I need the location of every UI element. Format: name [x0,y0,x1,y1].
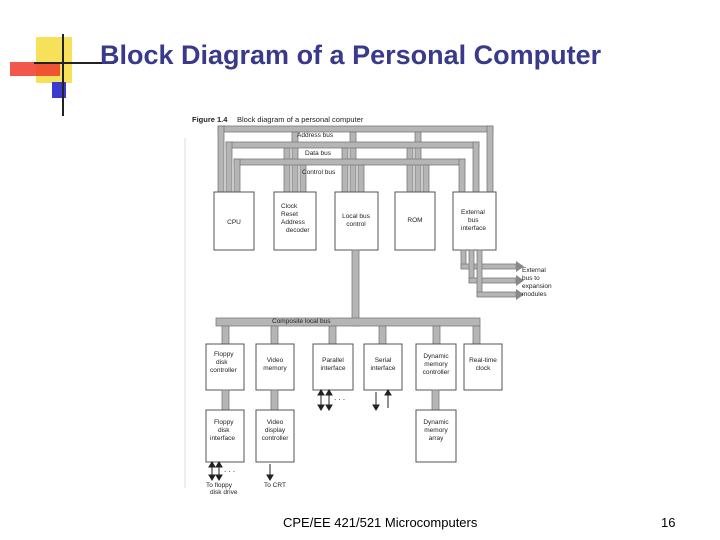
svg-text:Clock: Clock [281,203,298,210]
deco-red-bar [10,62,60,76]
block-video-memory: Video memory [255,343,295,391]
svg-text:disk: disk [216,359,228,366]
svg-text:array: array [429,435,445,442]
block-dynamic-memory-controller: Dynamic memory controller [415,343,457,391]
svg-text:Serial: Serial [375,357,392,364]
figure-caption-number: Figure 1.4 [192,115,228,124]
svg-text:memory: memory [424,361,448,368]
external-bus-label-4: modules [522,291,547,298]
svg-text:control: control [346,221,366,228]
svg-text:display: display [265,427,286,434]
composite-local-bus [215,317,481,345]
address-bus-label: Address bus [297,132,334,139]
block-video-display-controller: Video display controller [255,409,295,463]
svg-text:Reset: Reset [281,211,298,218]
svg-text:decoder: decoder [286,227,310,234]
block-parallel-interface: Parallel interface [312,343,354,391]
block-dynamic-memory-array: Dynamic memory array [415,409,457,463]
floppy-link [221,389,230,411]
svg-text:Real-time: Real-time [469,357,497,364]
svg-text:ROM: ROM [407,217,422,224]
external-bus-arrows [460,249,524,300]
svg-text:External: External [461,209,485,216]
svg-text:Video: Video [267,419,284,426]
video-link [270,389,279,411]
block-floppy-disk-controller: Floppy disk controller [205,343,245,391]
svg-text:. . .: . . . [224,465,235,474]
deco-yellow-square [36,37,72,83]
svg-text:interface: interface [461,225,486,232]
crt-note: To CRT [264,482,286,489]
block-local-bus-control: Local bus control [334,191,379,251]
svg-text:controller: controller [262,435,290,442]
block-external-bus-interface: External bus interface [452,191,497,251]
svg-text:Local bus: Local bus [342,213,371,220]
block-clock-reset-decoder: Clock Reset Address decoder [273,191,317,251]
floppy-drive-note-1: To floppy [206,482,233,489]
block-rom: ROM [394,191,436,251]
svg-text:Parallel: Parallel [322,357,344,364]
crt-arrow [266,464,274,481]
svg-text:Dynamic: Dynamic [423,419,449,426]
svg-text:controller: controller [210,367,238,374]
svg-text:memory: memory [424,427,448,434]
deco-horizontal-line [34,62,114,64]
external-bus-label-1: External [522,267,546,274]
block-diagram-svg: Figure 1.4 Block diagram of a personal c… [184,115,552,496]
external-bus-label-2: bus to [522,275,540,282]
control-bus [233,158,466,193]
svg-text:Floppy: Floppy [214,419,234,426]
svg-text:interface: interface [321,365,346,372]
svg-text:interface: interface [210,435,235,442]
block-floppy-disk-interface: Floppy disk interface [205,409,245,463]
deco-vertical-line [62,34,64,116]
svg-text:Address: Address [281,219,306,226]
local-bus-link [351,249,360,327]
svg-text:Floppy: Floppy [214,351,234,358]
svg-text:disk: disk [218,427,230,434]
footer-course: CPE/EE 421/521 Microcomputers [283,515,478,530]
svg-text:bus: bus [468,217,479,224]
slide-title: Block Diagram of a Personal Computer [100,40,602,70]
control-bus-label: Control bus [302,169,336,176]
page-number: 16 [661,515,676,530]
floppy-drive-arrows: . . . [208,461,235,481]
svg-text:. . .: . . . [334,393,345,402]
memory-link [431,389,440,411]
block-diagram-figure: Figure 1.4 Block diagram of a personal c… [180,108,560,508]
parallel-port-arrows: . . . [317,389,345,411]
block-real-time-clock: Real-time clock [463,343,503,391]
svg-text:clock: clock [476,365,492,372]
svg-text:Video: Video [267,357,284,364]
svg-text:CPU: CPU [227,219,241,226]
data-bus-label: Data bus [305,150,332,157]
svg-text:memory: memory [263,365,287,372]
serial-port-arrows [372,389,392,411]
floppy-drive-note-2: disk drive [210,489,238,496]
figure-caption-text: Block diagram of a personal computer [237,115,364,124]
svg-text:interface: interface [371,365,396,372]
block-cpu: CPU [213,191,255,251]
composite-bus-label: Composite local bus [272,318,331,325]
svg-text:controller: controller [423,369,451,376]
svg-text:Dynamic: Dynamic [423,353,449,360]
block-serial-interface: Serial interface [363,343,403,391]
external-bus-label-3: expansion [522,283,552,290]
